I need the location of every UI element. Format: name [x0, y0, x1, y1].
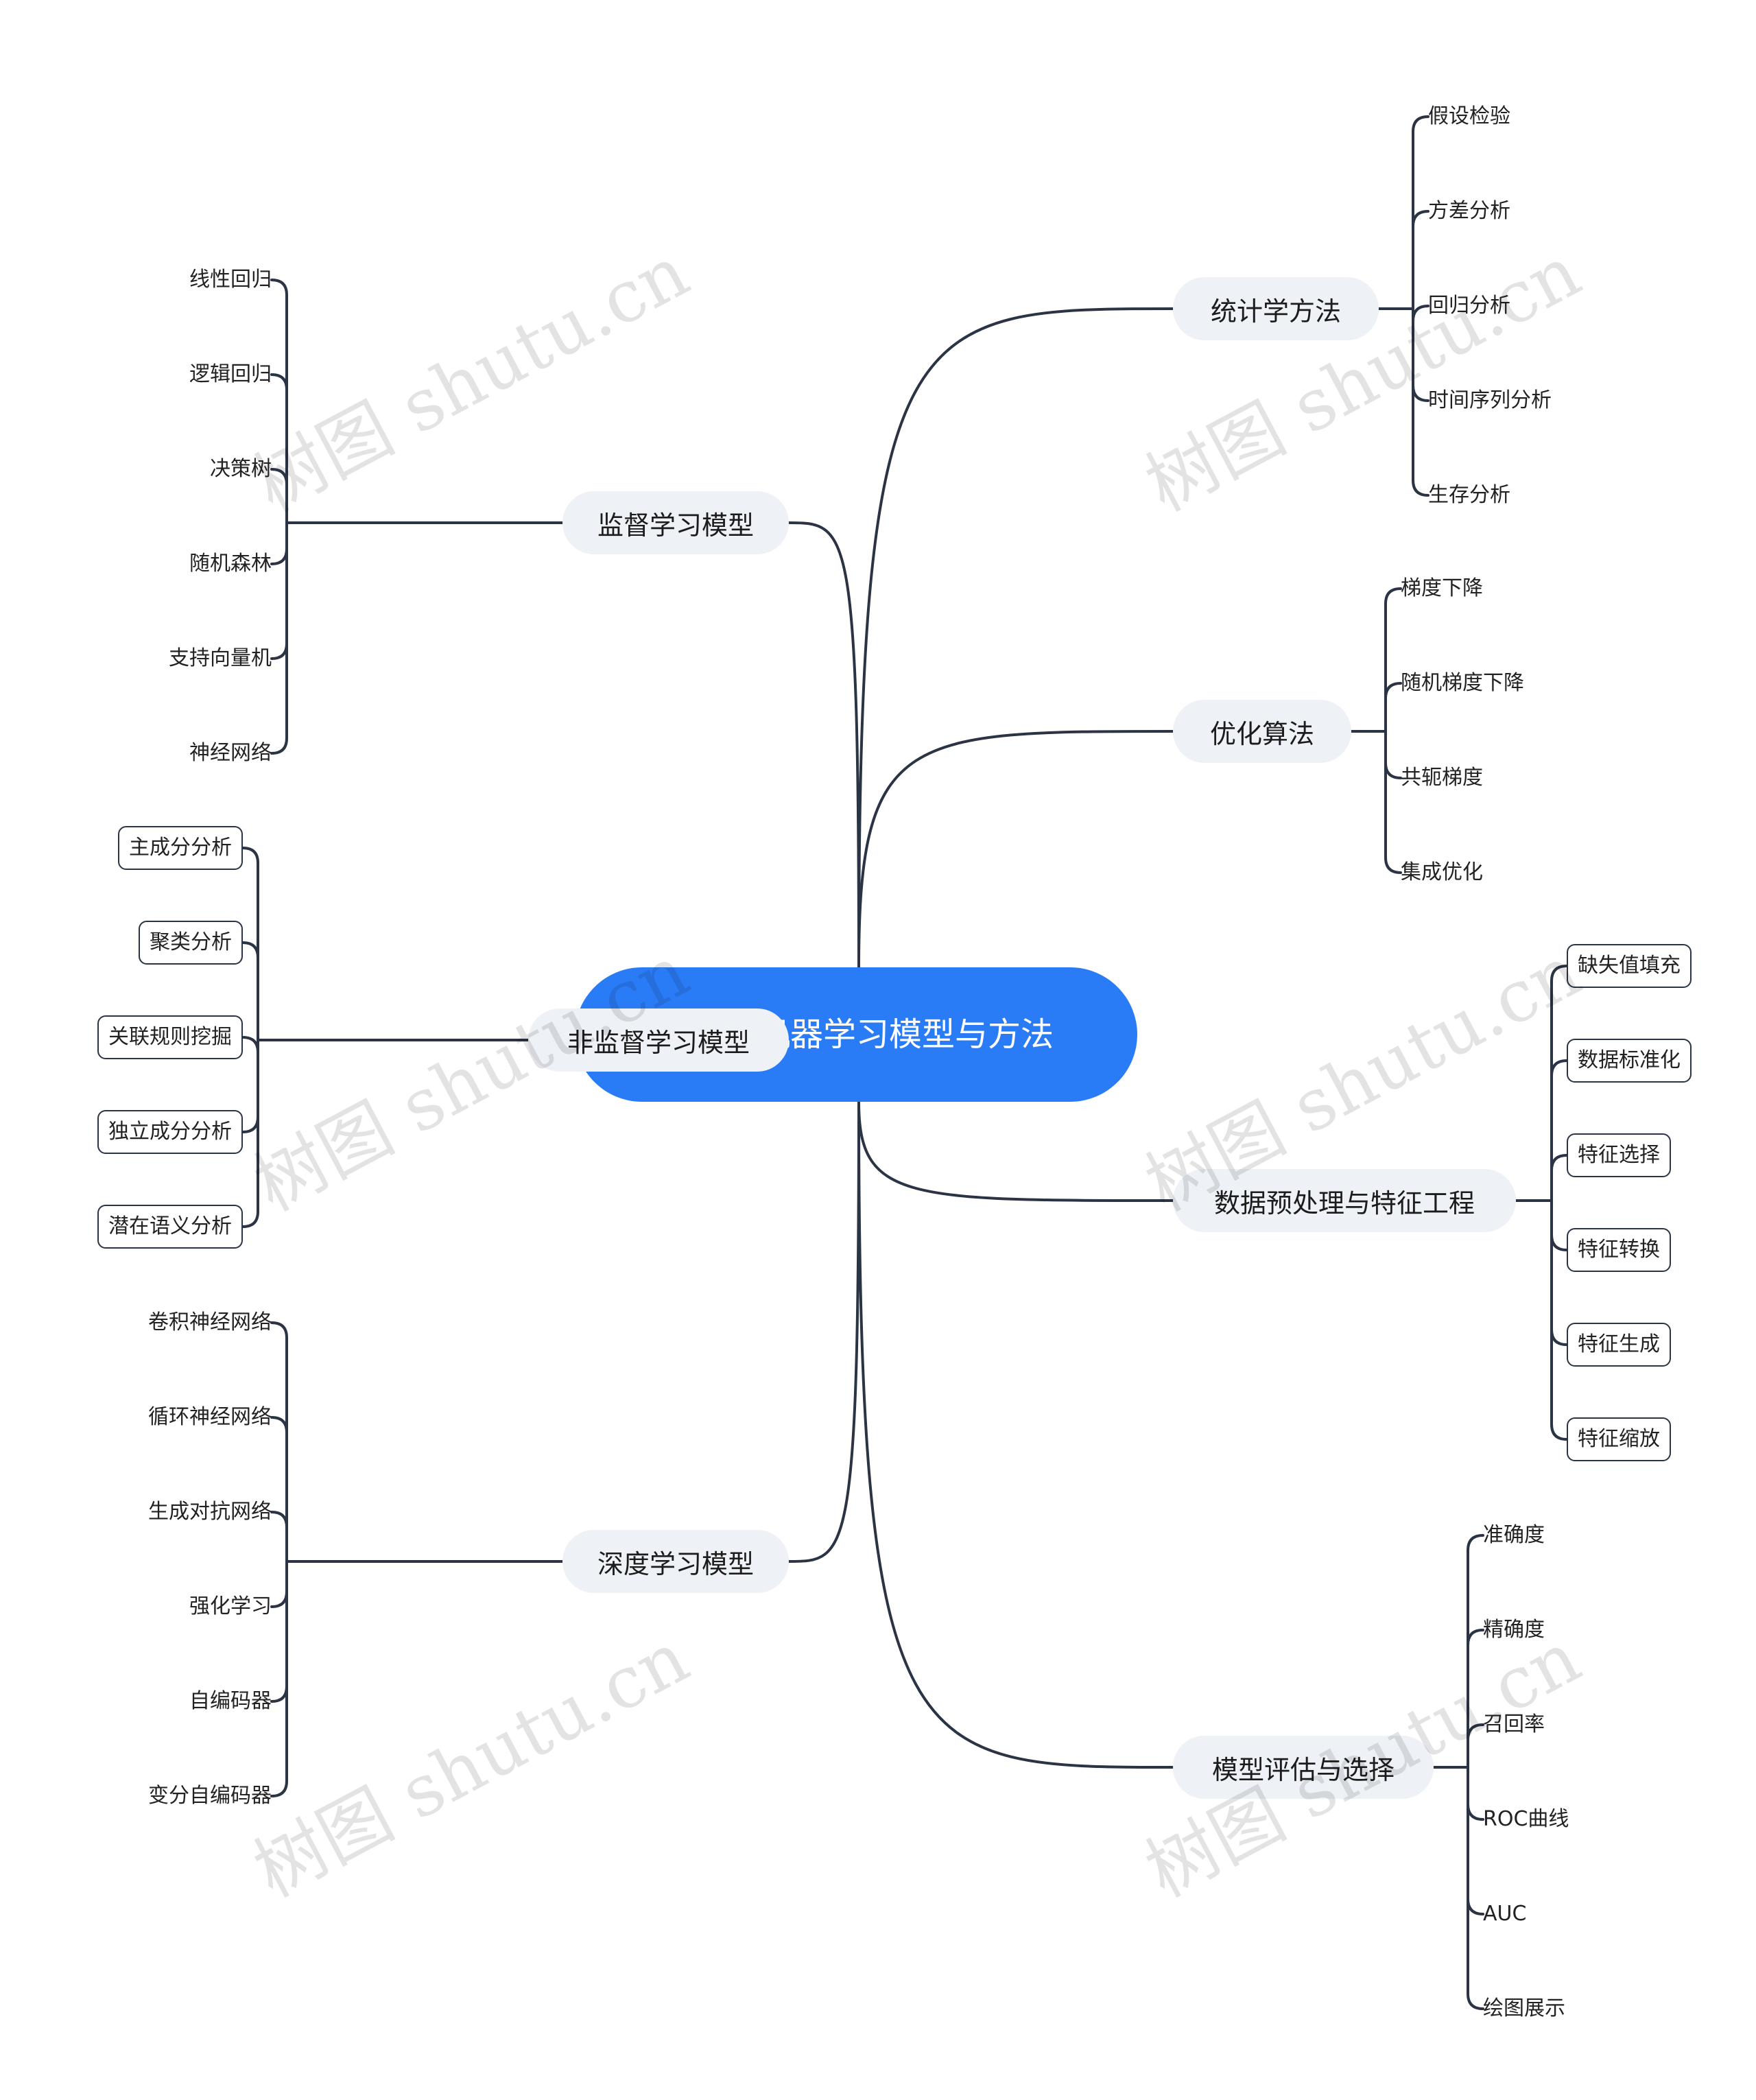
link-prep-child-0	[1550, 965, 1568, 1202]
link-stats-child-1	[1412, 210, 1429, 310]
eval-leaf[interactable]: AUC	[1483, 1902, 1527, 1926]
link-optim-child-2	[1384, 730, 1402, 779]
link-deep-child-3	[270, 1560, 288, 1608]
branch-label: 深度学习模型	[597, 1548, 754, 1579]
sup-leaf[interactable]: 支持向量机	[169, 646, 272, 670]
deep-leaf[interactable]: 卷积神经网络	[148, 1310, 272, 1334]
link-optim-child-1	[1384, 682, 1402, 733]
branch-label: 数据预处理与特征工程	[1213, 1188, 1475, 1218]
link-eval-child-4	[1467, 1766, 1484, 1915]
eval-leaf[interactable]: 绘图展示	[1483, 1996, 1565, 2020]
branch-label: 统计学方法	[1210, 296, 1341, 327]
sup-leaf[interactable]: 神经网络	[189, 741, 272, 765]
optim-leaf[interactable]: 梯度下降	[1401, 576, 1483, 600]
optim-leaf[interactable]: 随机梯度下降	[1401, 671, 1524, 695]
deep-leaf[interactable]: 变分自编码器	[148, 1784, 272, 1808]
link-root-stats	[857, 307, 1174, 969]
unsup-leaf[interactable]: 独立成分分析	[97, 1110, 243, 1154]
eval-leaf[interactable]: 精确度	[1483, 1618, 1545, 1642]
deep-leaf[interactable]: 循环神经网络	[148, 1405, 272, 1429]
link-prep-child-4	[1550, 1199, 1568, 1346]
link-deep-child-5	[270, 1560, 288, 1797]
link-root-sup	[787, 521, 860, 969]
eval-leaf[interactable]: ROC曲线	[1483, 1807, 1569, 1831]
branch-label: 优化算法	[1209, 718, 1314, 749]
branch-optim[interactable]: 优化算法	[1173, 700, 1351, 763]
branch-eval[interactable]: 模型评估与选择	[1173, 1736, 1434, 1799]
link-sup-child-0	[270, 279, 288, 524]
prep-leaf[interactable]: 特征缩放	[1567, 1417, 1671, 1461]
branch-deep[interactable]: 深度学习模型	[562, 1530, 789, 1593]
link-eval-child-1	[1467, 1629, 1484, 1769]
link-deep-child-1	[270, 1416, 288, 1563]
stats-leaf[interactable]: 生存分析	[1428, 483, 1510, 507]
link-prep-child-5	[1550, 1199, 1568, 1441]
sup-leaf[interactable]: 逻辑回归	[189, 362, 272, 386]
link-eval-child-2	[1467, 1723, 1484, 1769]
deep-leaf[interactable]: 自编码器	[189, 1689, 272, 1713]
link-optim-child-0	[1384, 587, 1402, 733]
link-sup-child-4	[270, 521, 288, 660]
link-unsup-child-1	[241, 941, 259, 1041]
prep-leaf[interactable]: 特征转换	[1567, 1228, 1671, 1272]
link-optim-child-3	[1384, 730, 1402, 874]
deep-leaf[interactable]: 生成对抗网络	[148, 1500, 272, 1524]
link-deep-child-4	[270, 1560, 288, 1703]
stats-leaf[interactable]: 回归分析	[1428, 294, 1510, 318]
branch-unsup[interactable]: 非监督学习模型	[528, 1008, 789, 1072]
optim-leaf[interactable]: 集成优化	[1401, 860, 1483, 884]
link-unsup-child-2	[241, 1036, 259, 1053]
branch-label: 监督学习模型	[597, 510, 754, 541]
link-prep-child-2	[1550, 1154, 1568, 1202]
link-deep-child-2	[270, 1511, 288, 1563]
deep-leaf[interactable]: 强化学习	[189, 1594, 272, 1618]
eval-leaf[interactable]: 召回率	[1483, 1712, 1545, 1736]
prep-leaf[interactable]: 数据标准化	[1567, 1039, 1692, 1083]
optim-leaf[interactable]: 共轭梯度	[1401, 766, 1483, 790]
branch-label: 模型评估与选择	[1211, 1754, 1395, 1785]
unsup-leaf[interactable]: 关联规则挖掘	[97, 1015, 243, 1059]
link-root-deep	[787, 1100, 860, 1563]
link-eval-child-5	[1467, 1766, 1484, 2010]
prep-leaf[interactable]: 特征选择	[1567, 1133, 1671, 1177]
sup-leaf[interactable]: 决策树	[210, 457, 272, 481]
branch-sup[interactable]: 监督学习模型	[562, 491, 789, 554]
stats-leaf[interactable]: 方差分析	[1428, 199, 1510, 223]
stats-leaf[interactable]: 假设检验	[1428, 104, 1510, 128]
eval-leaf[interactable]: 准确度	[1483, 1523, 1545, 1547]
unsup-leaf[interactable]: 主成分分析	[118, 826, 243, 870]
unsup-leaf[interactable]: 潜在语义分析	[97, 1205, 243, 1249]
link-root-prep	[857, 1100, 1174, 1202]
sup-leaf[interactable]: 随机森林	[189, 552, 272, 576]
prep-leaf[interactable]: 特征生成	[1567, 1323, 1671, 1367]
link-eval-child-3	[1467, 1766, 1484, 1821]
link-eval-child-0	[1467, 1534, 1484, 1769]
link-root-eval	[857, 1100, 1174, 1769]
unsup-leaf[interactable]: 聚类分析	[139, 921, 243, 965]
branch-stats[interactable]: 统计学方法	[1173, 277, 1379, 340]
link-unsup-child-3	[241, 1039, 259, 1133]
link-deep-child-0	[270, 1321, 288, 1563]
link-sup-child-2	[270, 468, 288, 524]
link-unsup-child-4	[241, 1039, 259, 1228]
link-prep-child-1	[1550, 1059, 1568, 1202]
link-root-optim	[857, 730, 1174, 969]
sup-leaf[interactable]: 线性回归	[189, 268, 272, 292]
prep-leaf[interactable]: 缺失值填充	[1567, 944, 1692, 988]
link-sup-child-5	[270, 521, 288, 755]
branch-label: 非监督学习模型	[567, 1027, 750, 1058]
link-unsup-child-0	[241, 847, 259, 1041]
link-stats-child-0	[1412, 115, 1429, 310]
stats-leaf[interactable]: 时间序列分析	[1428, 388, 1552, 412]
link-stats-child-4	[1412, 307, 1429, 497]
branch-prep[interactable]: 数据预处理与特征工程	[1173, 1169, 1516, 1232]
link-sup-child-1	[270, 373, 288, 524]
link-prep-child-3	[1550, 1199, 1568, 1251]
